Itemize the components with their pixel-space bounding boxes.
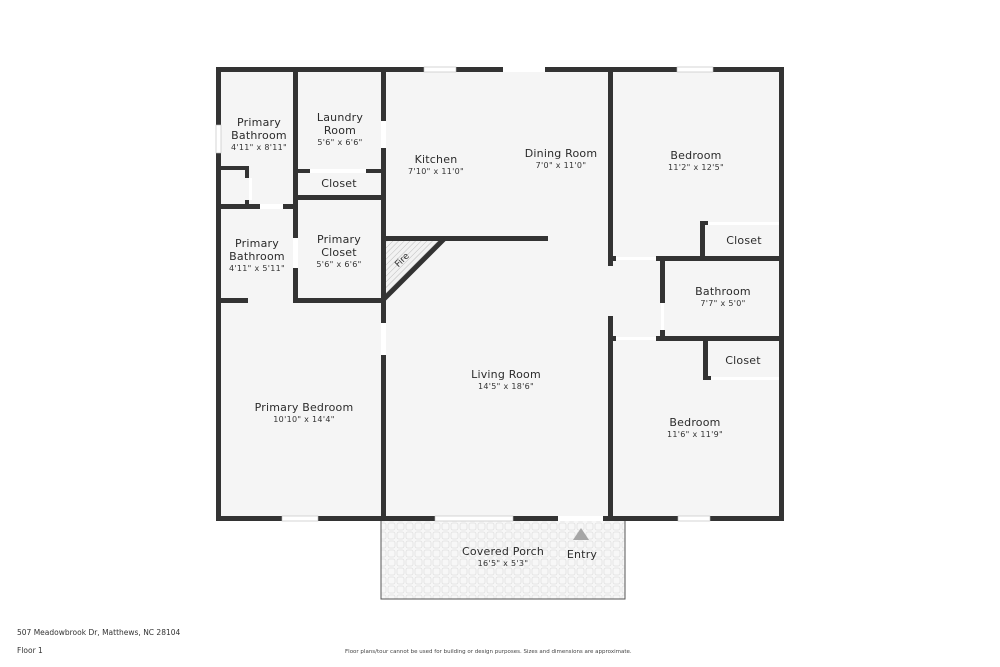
room-name: Primary Bedroom bbox=[254, 401, 354, 414]
room-name: Closet bbox=[321, 177, 357, 190]
fireplace: Fire bbox=[382, 237, 446, 301]
room-name: Covered Porch bbox=[461, 545, 545, 558]
room-dims: 7'0" x 11'0" bbox=[535, 161, 587, 171]
room-bathroom: Bathroom 7'7" x 5'0" bbox=[695, 285, 751, 309]
room-dims: 11'6" x 11'9" bbox=[666, 430, 724, 440]
room-primary-closet: Primary Closet 5'6" x 6'6" bbox=[316, 233, 361, 270]
room-primary-bathroom-2: Primary Bathroom 4'11" x 5'11" bbox=[229, 237, 285, 274]
room-living: Living Room 14'5" x 18'6" bbox=[471, 368, 541, 392]
interior-floor bbox=[218, 69, 782, 519]
room-bedroom-1: Bedroom 11'2" x 12'5" bbox=[668, 149, 724, 173]
room-dims: 11'2" x 12'5" bbox=[667, 163, 725, 173]
room-laundry: Laundry Room 5'6" x 6'6" bbox=[317, 111, 363, 148]
property-address: 507 Meadowbrook Dr, Matthews, NC 28104 bbox=[17, 628, 181, 637]
entry-arrow-icon bbox=[573, 528, 589, 540]
entry-label: Entry bbox=[567, 548, 597, 561]
room-name: Primary bbox=[237, 116, 281, 129]
floor-label: Floor 1 bbox=[17, 646, 43, 655]
room-name: Bedroom bbox=[670, 149, 722, 162]
room-name: Bedroom bbox=[669, 416, 721, 429]
windows bbox=[215, 66, 714, 522]
room-dims: 10'10" x 14'4" bbox=[273, 415, 335, 425]
covered-porch-area bbox=[380, 518, 626, 600]
room-name: Laundry bbox=[316, 111, 364, 124]
room-name: Primary bbox=[317, 233, 361, 246]
room-dining: Dining Room 7'0" x 11'0" bbox=[525, 147, 598, 171]
room-kitchen: Kitchen 7'10" x 11'0" bbox=[408, 153, 464, 177]
room-closet-bedroom-1: Closet bbox=[726, 234, 761, 247]
room-closet-bedroom-2: Closet bbox=[725, 354, 760, 367]
room-dims: 16'5" x 5'3" bbox=[477, 559, 529, 569]
room-name: Closet bbox=[321, 246, 357, 260]
room-name: Room bbox=[323, 124, 357, 138]
room-dims: 5'6" x 6'6" bbox=[316, 260, 362, 270]
room-name: Primary bbox=[235, 237, 279, 250]
room-name: Closet bbox=[726, 234, 762, 247]
room-dims: 5'6" x 6'6" bbox=[317, 138, 363, 148]
room-primary-bathroom-1: Primary Bathroom 4'11" x 8'11" bbox=[231, 116, 287, 153]
room-name: Bathroom bbox=[695, 285, 751, 298]
room-dims: 14'5" x 18'6" bbox=[477, 382, 535, 392]
room-primary-bedroom: Primary Bedroom 10'10" x 14'4" bbox=[255, 401, 354, 425]
disclaimer: Floor plans/tour cannot be used for buil… bbox=[345, 649, 632, 655]
room-closet-laundry: Closet bbox=[321, 177, 356, 190]
room-bedroom-2: Bedroom 11'6" x 11'9" bbox=[667, 416, 723, 440]
door-openings bbox=[249, 169, 779, 521]
room-name: Closet bbox=[725, 354, 761, 367]
room-name: Living Room bbox=[471, 368, 541, 381]
room-dims: 7'10" x 11'0" bbox=[407, 167, 465, 177]
room-name: Kitchen bbox=[414, 153, 458, 166]
room-name: Bathroom bbox=[231, 129, 287, 143]
room-name: Dining Room bbox=[524, 147, 598, 160]
room-dims: 4'11" x 5'11" bbox=[228, 264, 286, 274]
room-name: Bathroom bbox=[229, 250, 285, 264]
room-dims: 4'11" x 8'11" bbox=[230, 143, 288, 153]
room-covered-porch: Covered Porch 16'5" x 5'3" bbox=[462, 545, 544, 569]
room-dims: 7'7" x 5'0" bbox=[700, 299, 746, 309]
entry-text: Entry bbox=[566, 548, 598, 561]
